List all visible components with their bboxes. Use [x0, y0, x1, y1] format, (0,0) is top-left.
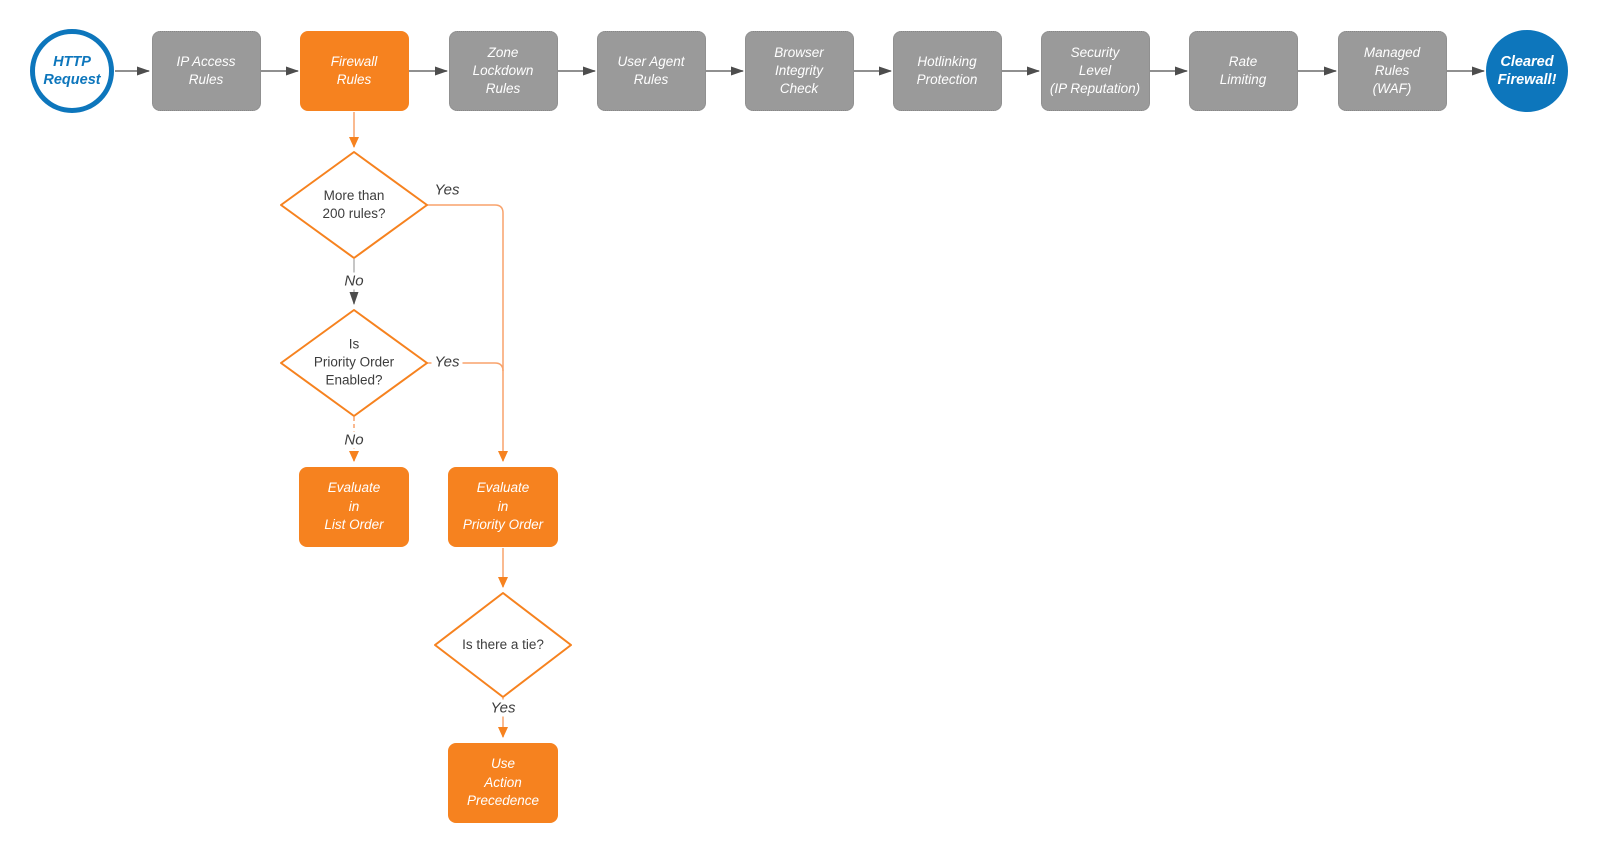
decision-priority-order-enabled-label: Is Priority Order Enabled? — [313, 336, 395, 389]
hotlinking-protection-label: Hotlinking Protection — [916, 54, 978, 87]
node-cleared-firewall: Cleared Firewall! — [1486, 30, 1568, 112]
edge-label-decision1-yes: Yes — [431, 181, 463, 199]
http-request-label: HTTP Request — [43, 53, 101, 88]
node-hotlinking-protection: Hotlinking Protection — [892, 31, 1002, 111]
cleared-firewall-label: Cleared Firewall! — [1497, 53, 1557, 88]
user-agent-rules-label: User Agent Rules — [617, 54, 685, 87]
use-action-precedence-label: Use Action Precedence — [466, 756, 540, 809]
decision-more-than-200-rules-label: More than 200 rules? — [322, 187, 386, 221]
rate-limiting-label: Rate Limiting — [1219, 54, 1267, 87]
evaluate-in-priority-order-label: Evaluate in Priority Order — [462, 480, 544, 533]
node-security-level: Security Level (IP Reputation) — [1040, 31, 1150, 111]
node-browser-integrity-check: Browser Integrity Check — [744, 31, 854, 111]
node-ip-access-rules: IP Access Rules — [151, 31, 261, 111]
security-level-label: Security Level (IP Reputation) — [1049, 45, 1141, 96]
decision-priority-order-enabled-shape — [280, 309, 428, 417]
ip-access-rules-label: IP Access Rules — [176, 54, 236, 87]
edge-label-decision3-yes: Yes — [487, 699, 519, 717]
evaluate-in-list-order-label: Evaluate in List Order — [324, 480, 384, 533]
node-zone-lockdown-rules: Zone Lockdown Rules — [448, 31, 558, 111]
edge-decision2-yes-merge — [427, 362, 504, 372]
browser-integrity-check-label: Browser Integrity Check — [774, 45, 824, 96]
node-evaluate-in-list-order: Evaluate in List Order — [299, 467, 409, 547]
decision-is-there-a-tie-label: Is there a tie? — [462, 636, 544, 652]
zone-lockdown-rules-label: Zone Lockdown Rules — [472, 45, 534, 96]
edge-label-decision2-no: No — [341, 431, 367, 449]
node-http-request: HTTP Request — [30, 29, 114, 113]
decision-more-than-200-rules-shape — [280, 151, 428, 259]
managed-rules-waf-label: Managed Rules (WAF) — [1363, 45, 1421, 96]
edge-label-decision2-yes: Yes — [431, 353, 463, 371]
node-managed-rules-waf: Managed Rules (WAF) — [1337, 31, 1447, 111]
node-user-agent-rules: User Agent Rules — [596, 31, 706, 111]
node-firewall-rules: Firewall Rules — [299, 31, 409, 111]
edge-label-decision1-no: No — [341, 272, 367, 290]
firewall-rules-label: Firewall Rules — [330, 54, 378, 87]
node-evaluate-in-priority-order: Evaluate in Priority Order — [448, 467, 558, 547]
node-use-action-precedence: Use Action Precedence — [448, 743, 558, 823]
edge-decision1-yes-to-priority-order — [427, 204, 508, 462]
node-rate-limiting: Rate Limiting — [1188, 31, 1298, 111]
decision-is-there-a-tie-shape — [434, 592, 572, 698]
